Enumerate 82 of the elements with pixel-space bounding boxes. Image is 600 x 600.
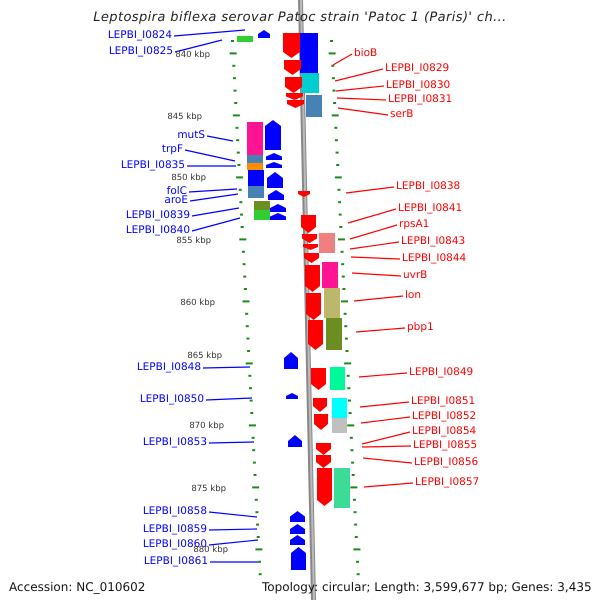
gene-label: LEPBI_I0857 xyxy=(415,477,480,488)
leader-line xyxy=(350,256,400,260)
leader-line xyxy=(362,445,412,448)
gene-label: mutS xyxy=(177,130,205,140)
gene-label: LEPBI_I0853 xyxy=(142,437,207,448)
leader-line xyxy=(208,511,258,518)
gene-label: LEPBI_I0838 xyxy=(396,181,460,192)
gene-label: LEPBI_I0839 xyxy=(126,210,190,220)
scale-label: 845 kbp xyxy=(167,113,202,122)
gene-label: LEPBI_I0849 xyxy=(409,367,474,378)
scale-label: 860 kbp xyxy=(180,299,215,308)
accession-text: Accession: NC_010602 xyxy=(9,581,146,593)
gene-label: LEPBI_I0850 xyxy=(140,394,204,404)
gene-label: uvrB xyxy=(403,270,428,280)
leader-line xyxy=(190,193,238,202)
leader-line xyxy=(188,188,238,193)
gene-label: serB xyxy=(390,109,414,120)
gene-label: LEPBI_I0852 xyxy=(412,411,476,422)
gene-label: LEPBI_I0824 xyxy=(108,30,172,40)
leader-line xyxy=(362,457,412,464)
leader-line xyxy=(206,135,234,142)
leader-line xyxy=(360,416,410,424)
leader-line xyxy=(338,107,388,116)
scale-label: 850 kbp xyxy=(171,174,206,182)
gene-label: LEPBI_I0840 xyxy=(126,225,190,236)
gene-label: pbp1 xyxy=(407,322,434,332)
gene-label: bioB xyxy=(354,48,378,58)
scale-label: 875 kbp xyxy=(191,485,226,494)
scale-label: 855 kbp xyxy=(176,237,211,246)
gene-label: LEPBI_I0835 xyxy=(120,160,185,170)
leader-line xyxy=(364,482,414,488)
leader-line xyxy=(206,397,252,401)
leader-line xyxy=(210,561,258,563)
leader-line xyxy=(360,401,410,408)
leader-line xyxy=(174,39,222,53)
leader-line xyxy=(192,207,240,217)
leader-line xyxy=(208,441,254,444)
gene-label: LEPBI_I0851 xyxy=(411,396,476,406)
genome-summary-text: Topology: circular; Length: 3,599,677 bp; Genes: 3,435 xyxy=(262,581,592,593)
leader-line xyxy=(336,85,384,92)
leader-line xyxy=(350,224,398,240)
gene-label: LEPBI_I0861 xyxy=(144,556,208,566)
leader-line xyxy=(174,29,246,37)
gene-label: LEPBI_I0848 xyxy=(136,362,201,372)
gene-label: LEPBI_I0841 xyxy=(398,203,462,214)
gene-label: rpsA1 xyxy=(399,219,430,230)
gene-label: LEPBI_I0858 xyxy=(142,506,207,516)
leader-line xyxy=(334,68,384,82)
leader-line xyxy=(348,208,396,224)
leader-line xyxy=(352,272,402,277)
leader-line xyxy=(346,186,394,194)
gene-label: LEPBI_I0854 xyxy=(412,426,476,436)
gene-label: trpF xyxy=(162,144,183,154)
gene-label: aroE xyxy=(164,195,188,206)
scale-label: 865 kbp xyxy=(187,352,222,360)
gene-label: folC xyxy=(166,186,187,196)
leader-line xyxy=(358,372,408,378)
gene-label: LEPBI_I0830 xyxy=(386,80,450,90)
leader-line xyxy=(208,539,258,546)
leader-line xyxy=(208,528,258,531)
title: Leptospira biflexa serovar Patoc strain 'Patoc 1 (Paris)' ch... xyxy=(93,11,507,24)
gene-label: LEPBI_I0831 xyxy=(388,94,452,104)
scale-label: 840 kbp xyxy=(175,51,210,60)
gene-label: LEPBI_I0843 xyxy=(401,236,466,246)
leader-line xyxy=(362,431,410,445)
gene-label: LEPBI_I0844 xyxy=(402,253,466,264)
leader-line xyxy=(356,327,406,333)
gene-label: LEPBI_I0856 xyxy=(414,457,478,468)
leader-line xyxy=(350,241,400,250)
leader-line xyxy=(192,217,240,232)
gene-label: LEPBI_I0855 xyxy=(413,440,478,450)
gene-label: LEPBI_I0859 xyxy=(142,524,207,534)
gene-label: LEPBI_I0825 xyxy=(108,46,173,56)
leader-line xyxy=(354,295,404,302)
leader-line xyxy=(332,53,352,66)
gene-label: lon xyxy=(405,290,421,300)
leader-line xyxy=(202,366,250,369)
leader-line xyxy=(336,97,386,101)
scale-label: 870 kbp xyxy=(189,422,224,430)
leader-line xyxy=(187,165,236,167)
leader-line xyxy=(184,149,236,162)
gene-label: LEPBI_I0829 xyxy=(385,63,450,74)
